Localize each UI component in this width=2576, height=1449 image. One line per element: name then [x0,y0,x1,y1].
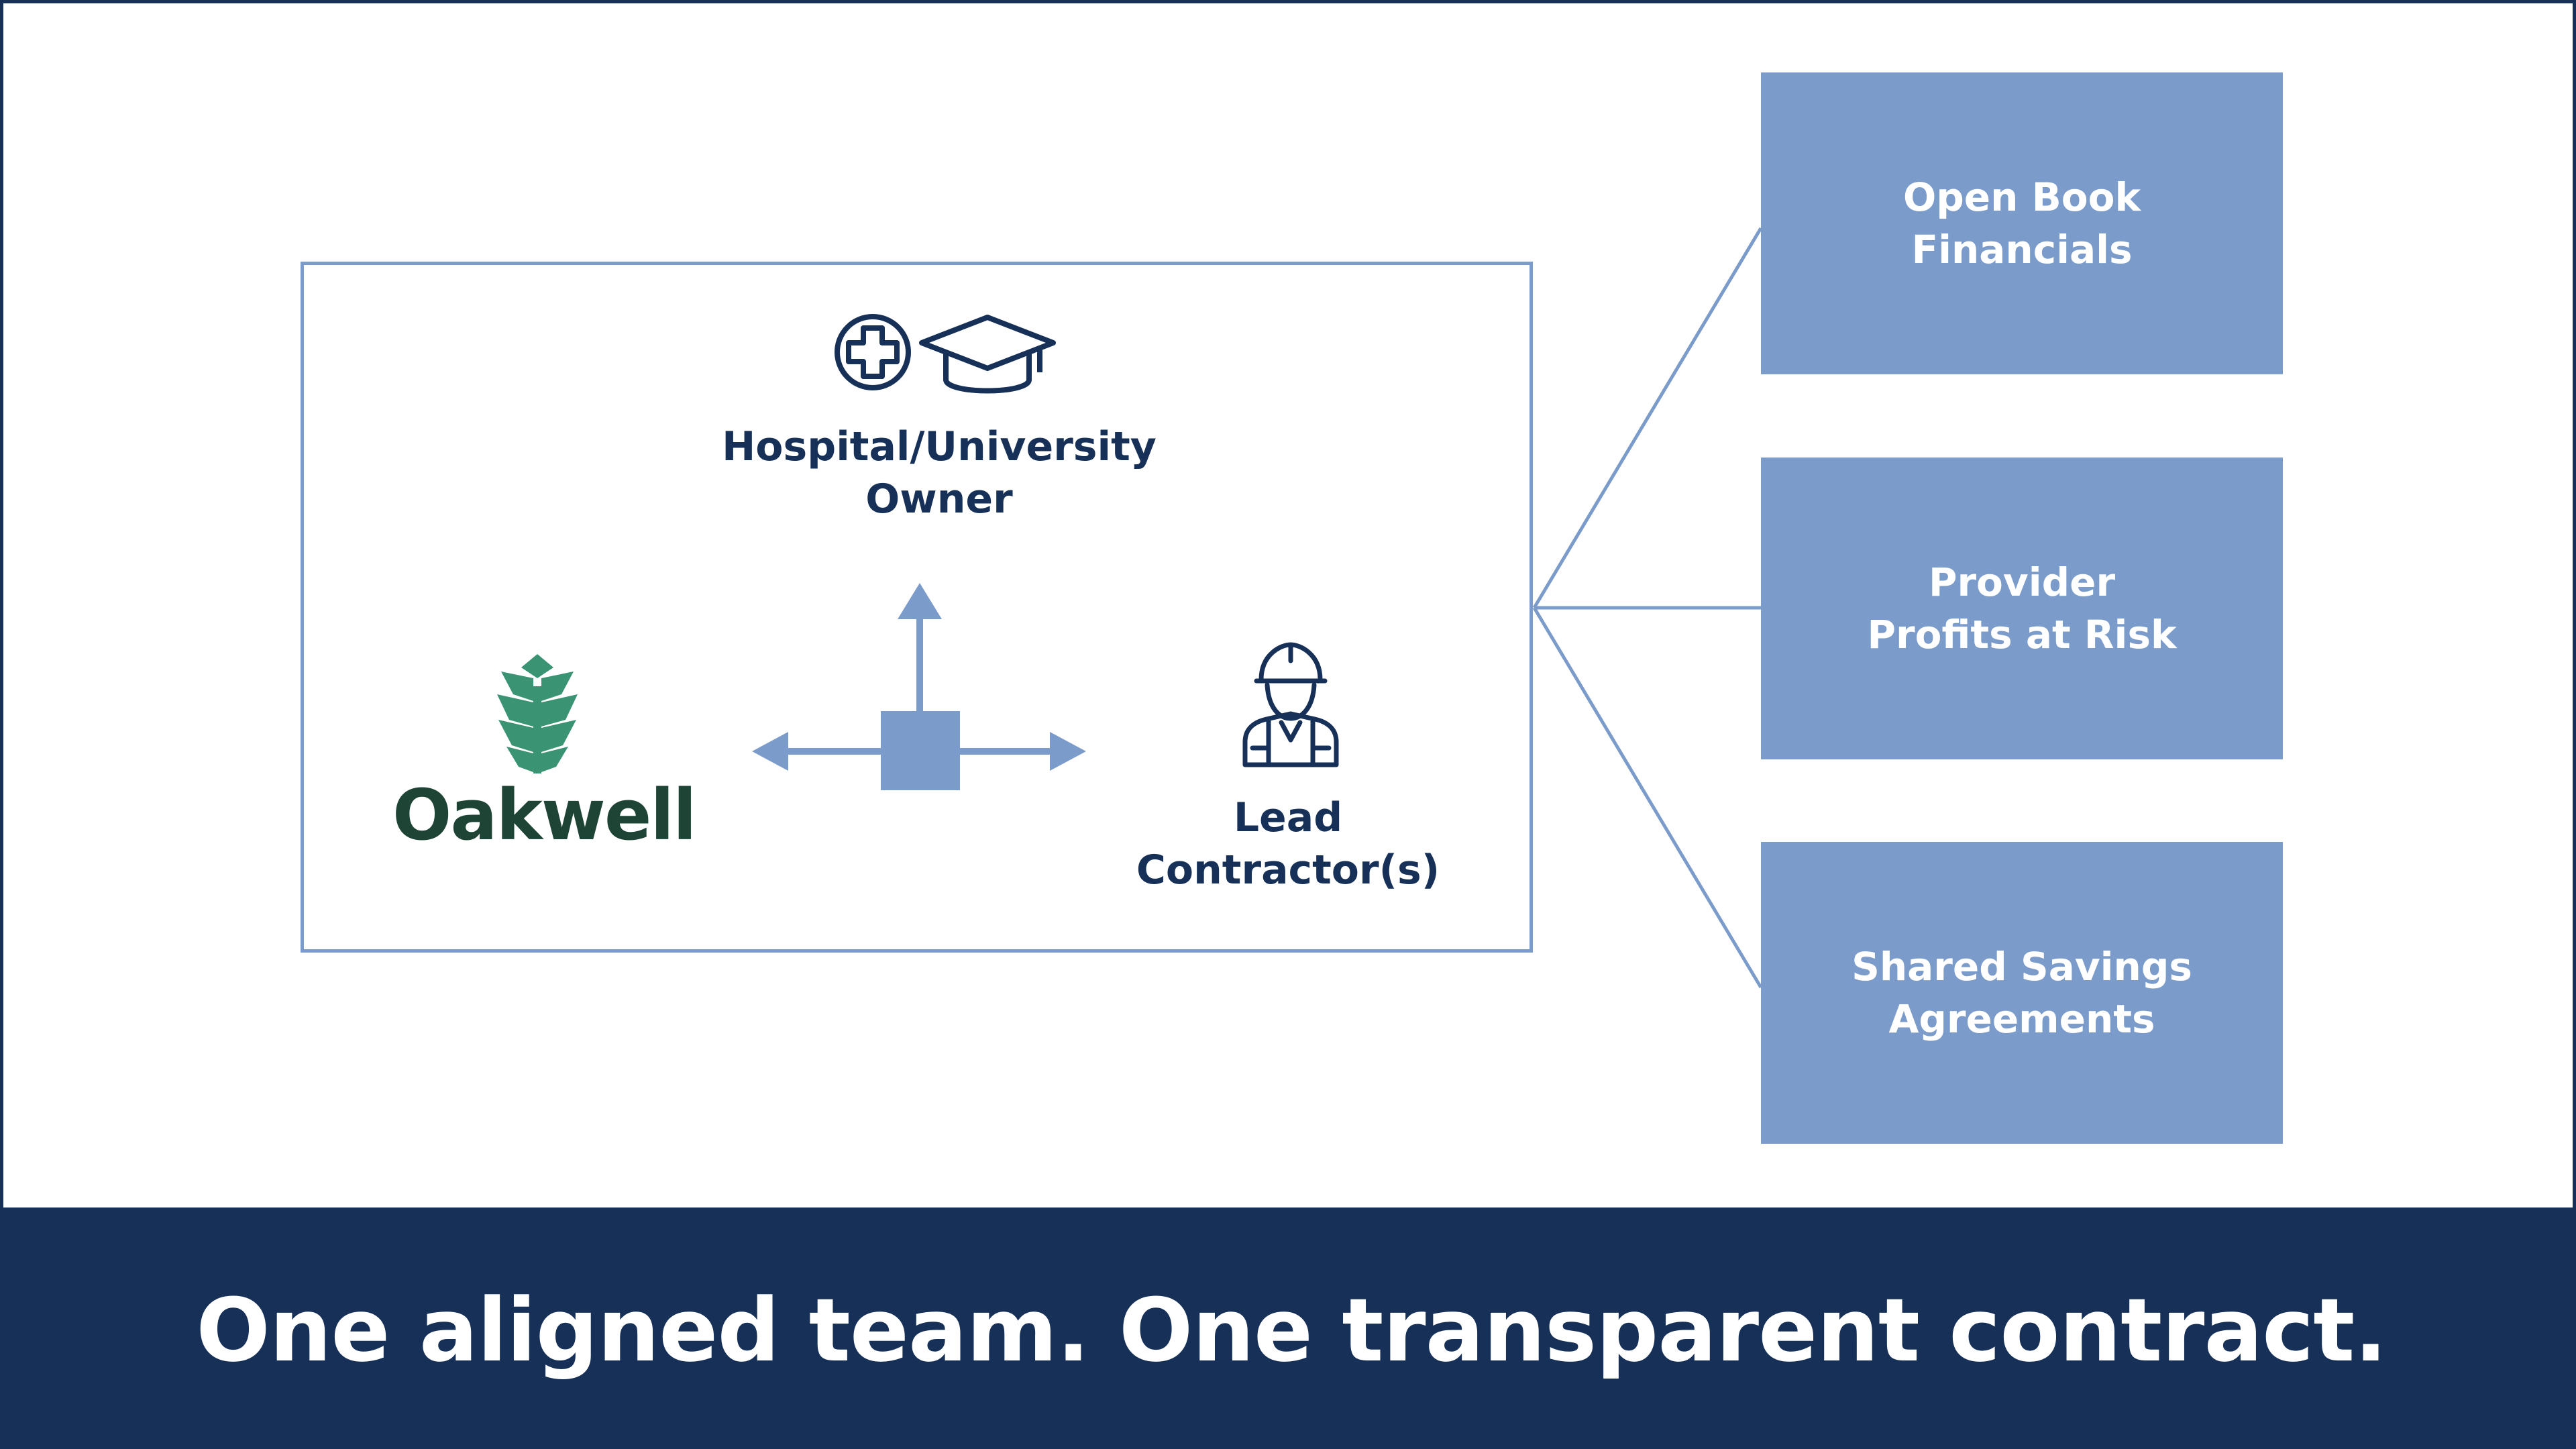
benefit-line: Provider [1928,559,2116,605]
benefit-line: Shared Savings [1851,944,2192,989]
benefit-line: Profits at Risk [1867,612,2177,657]
tagline-text: One aligned team. One transparent contra… [196,1279,2387,1381]
connector-line-open-book [1532,227,1763,609]
owner-label-line1: Hospital/University [722,423,1157,470]
contractor-label-line1: Lead [1233,794,1343,841]
contractor-label-line2: Contractor(s) [1136,847,1440,894]
benefit-box-profits-at-risk: Provider Profits at Risk [1761,458,2283,759]
tagline-bar: One aligned team. One transparent contra… [3,1208,2576,1449]
benefit-box-open-book: Open Book Financials [1761,72,2283,374]
benefit-line: Financials [1911,227,2133,272]
team-box [301,262,1533,953]
benefit-line: Agreements [1888,996,2155,1042]
benefit-line: Open Book [1902,174,2141,220]
owner-label: Hospital/University Owner [704,421,1174,525]
connector-line-shared-savings [1532,606,1763,989]
contractor-label: Lead Contractor(s) [1087,792,1489,896]
team-diagram: Hospital/University Owner Lead Contracto… [3,3,2576,1208]
owner-label-line2: Owner [865,476,1013,523]
benefit-box-shared-savings: Shared Savings Agreements [1761,842,2283,1144]
brand-wordmark: Oakwell [392,774,697,856]
